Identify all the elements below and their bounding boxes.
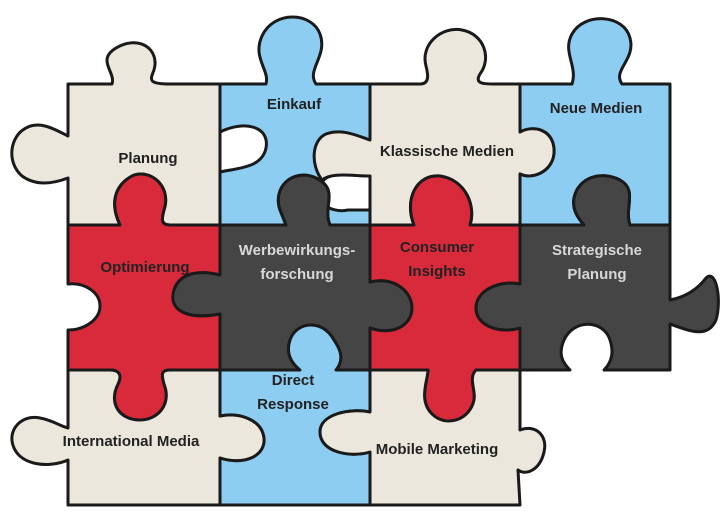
piece-mobile-marketing-shape xyxy=(318,368,547,507)
piece-consumer-insights-line2: Insights xyxy=(408,263,466,280)
piece-werbewirkungsforschung-line1: Werbewirkungs- xyxy=(239,242,355,259)
piece-werbewirkungsforschung: Werbewirkungs- forschung xyxy=(171,173,414,372)
piece-strategische-planung-line2: Planung xyxy=(567,266,626,283)
piece-direct-response-line2: Response xyxy=(257,396,329,413)
piece-international-media: International Media xyxy=(10,368,266,507)
piece-strategische-planung-shape xyxy=(474,174,720,372)
piece-klassische-medien-label: Klassische Medien xyxy=(380,143,514,160)
piece-optimierung-label: Optimierung xyxy=(100,259,189,276)
piece-mobile-marketing: Mobile Marketing xyxy=(318,368,547,507)
piece-direct-response-line1: Direct xyxy=(272,372,315,389)
piece-werbewirkungsforschung-line2: forschung xyxy=(260,266,333,283)
piece-international-media-label: International Media xyxy=(63,433,200,450)
piece-einkauf-label: Einkauf xyxy=(267,96,322,113)
piece-consumer-insights-line1: Consumer xyxy=(400,239,474,256)
piece-consumer-insights: Consumer Insights xyxy=(368,174,522,423)
piece-direct-response: Direct Response xyxy=(218,323,372,507)
piece-mobile-marketing-label: Mobile Marketing xyxy=(376,441,499,458)
piece-strategische-planung: Strategische Planung xyxy=(474,174,720,372)
piece-planung-label: Planung xyxy=(118,150,177,167)
piece-optimierung: Optimierung xyxy=(66,172,222,422)
piece-neue-medien-label: Neue Medien xyxy=(550,100,643,117)
piece-strategische-planung-line1: Strategische xyxy=(552,242,642,259)
